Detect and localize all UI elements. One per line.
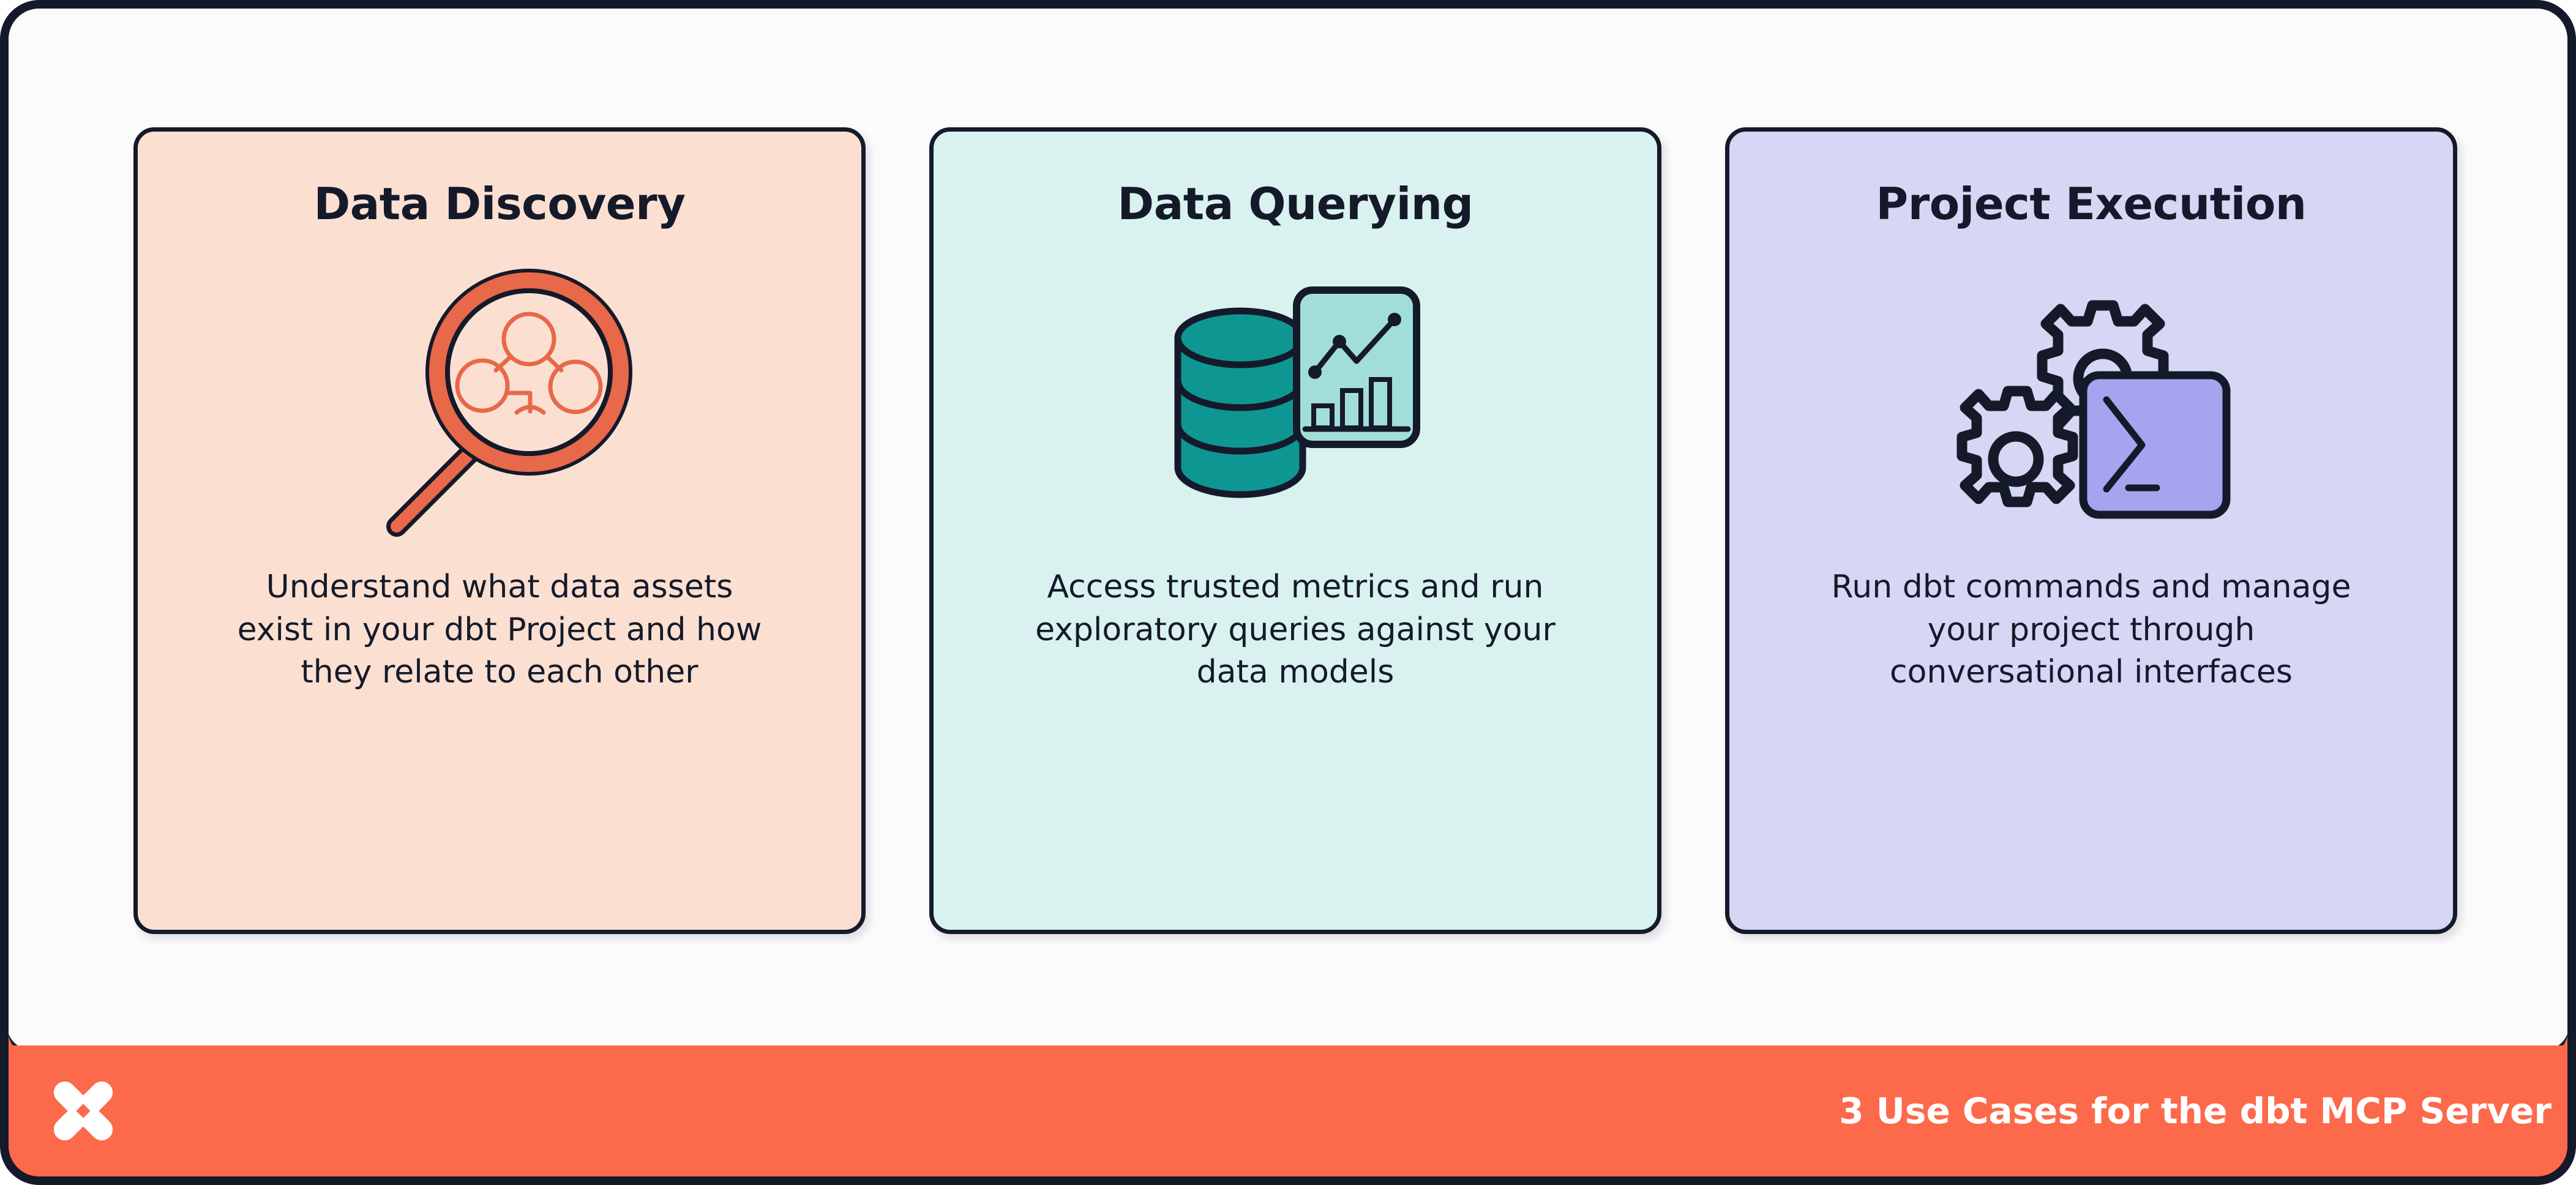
database-analytics-icon (1161, 254, 1430, 560)
footer-bar: 3 Use Cases for the dbt MCP Server (9, 1045, 2567, 1176)
dbt-logo-icon (44, 1072, 122, 1150)
card-description-data-discovery: Understand what data assets exist in you… (237, 569, 762, 691)
card-data-discovery[interactable]: Data Discovery (133, 127, 866, 934)
card-title-data-discovery: Data Discovery (313, 178, 686, 230)
gears-terminal-icon (1947, 254, 2235, 560)
magnifying-glass-lineage-icon (365, 254, 634, 560)
content-panel: Data Discovery (9, 9, 2567, 1061)
card-description-project-execution: Run dbt commands and manage your project… (1831, 569, 2351, 691)
footer-caption: 3 Use Cases for the dbt MCP Server (1839, 1090, 2552, 1132)
use-case-cards-row: Data Discovery (9, 9, 2567, 1055)
card-description-data-querying: Access trusted metrics and run explorato… (1035, 569, 1556, 691)
card-project-execution[interactable]: Project Execution (1725, 127, 2457, 934)
card-title-project-execution: Project Execution (1876, 178, 2307, 230)
card-title-data-querying: Data Querying (1117, 178, 1473, 230)
card-data-querying[interactable]: Data Querying (929, 127, 1661, 934)
